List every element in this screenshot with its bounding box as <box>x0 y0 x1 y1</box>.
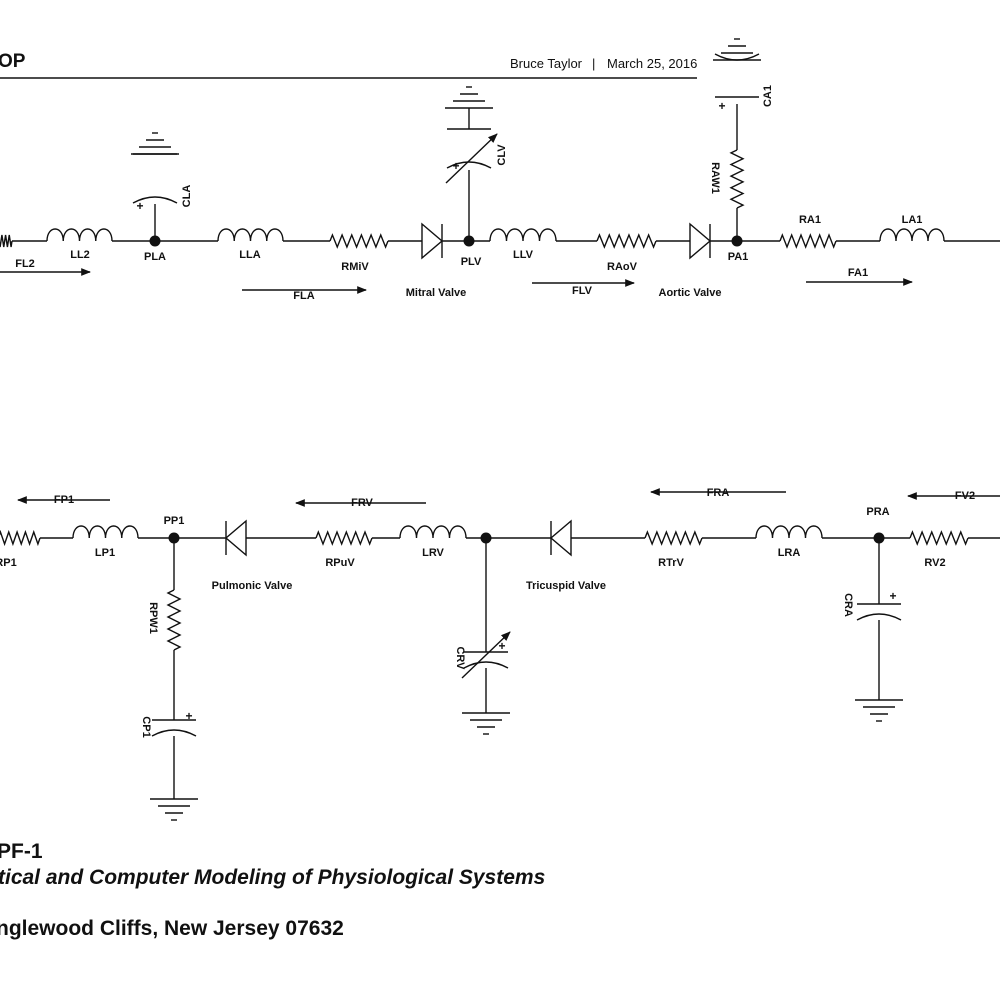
plus-sign: + <box>718 99 725 113</box>
label-ra1: RA1 <box>799 214 821 226</box>
diode-pulmonic-valve <box>224 519 247 557</box>
inductor-lla <box>217 228 284 242</box>
label-cla: CLA <box>181 185 193 208</box>
resistor-ra1 <box>779 233 837 249</box>
label-lra: LRA <box>778 547 801 559</box>
label-ca1: CA1 <box>762 85 774 107</box>
label-tricuspid-valve: Tricuspid Valve <box>526 580 606 592</box>
variable-arrow-icon <box>445 133 498 184</box>
label-fv2: FV2 <box>955 490 975 502</box>
resistor-rtrv <box>644 530 703 546</box>
label-lp1: LP1 <box>95 547 115 559</box>
label-rp1: RP1 <box>0 557 17 569</box>
plus-sign: + <box>136 199 143 213</box>
label-rtrv: RTrV <box>658 557 684 569</box>
junction-node <box>873 532 885 544</box>
label-raov: RAoV <box>607 261 638 273</box>
label-cp1: CP1 <box>140 716 152 737</box>
inductor-lra <box>755 525 823 539</box>
resistor-raw1 <box>729 149 745 209</box>
junction-node <box>480 532 492 544</box>
label-rpw1: RPW1 <box>147 602 159 634</box>
label-rmiv: RMiV <box>341 261 369 273</box>
capacitor-cra-curve <box>856 613 902 621</box>
inductor-lrv <box>399 525 467 539</box>
label-pla: PLA <box>144 251 166 263</box>
capacitor-cla-curve <box>132 196 178 204</box>
label-rpuv: RPuV <box>325 557 355 569</box>
resistor-rpw1 <box>166 589 182 651</box>
label-pa1: PA1 <box>728 251 749 263</box>
label-fl2: FL2 <box>15 258 35 270</box>
label-fra: FRA <box>707 487 730 499</box>
junction-node <box>463 235 475 247</box>
label-ll2: LL2 <box>70 249 90 261</box>
resistor-left-edge <box>0 234 13 248</box>
label-flv: FLV <box>572 285 593 297</box>
inductor-lp1 <box>72 525 139 539</box>
junction-node <box>168 532 180 544</box>
label-fa1: FA1 <box>848 267 868 279</box>
label-clv: CLV <box>496 144 508 166</box>
plus-sign: + <box>185 709 192 723</box>
resistor-rpuv <box>315 530 373 546</box>
junction-node <box>731 235 743 247</box>
capacitor-clv-curve <box>446 161 492 169</box>
plus-sign: + <box>498 639 505 653</box>
resistor-raov <box>596 233 657 249</box>
resistor-rv2 <box>909 530 969 546</box>
inductor-la1 <box>879 228 945 242</box>
page-title: OP <box>0 51 26 72</box>
footer-book-title: tical and Computer Modeling of Physiolog… <box>0 866 546 889</box>
label-pp1: PP1 <box>164 515 185 527</box>
diode-tricuspid-valve <box>549 519 572 557</box>
label-aortic-valve: Aortic Valve <box>659 287 722 299</box>
label-fp1: FP1 <box>54 494 74 506</box>
junction-node <box>149 235 161 247</box>
label-raw1: RAW1 <box>709 162 721 194</box>
footer-address: nglewood Cliffs, New Jersey 07632 <box>0 917 344 940</box>
header-date: March 25, 2016 <box>607 56 698 71</box>
capacitor-cp1-curve <box>151 729 197 737</box>
label-mitral-valve: Mitral Valve <box>406 287 467 299</box>
label-pra: PRA <box>866 506 889 518</box>
label-plv: PLV <box>461 256 482 268</box>
plus-sign: + <box>889 589 896 603</box>
resistor-rp1 <box>0 529 41 547</box>
capacitor-crv-curve <box>463 661 509 669</box>
footer-figure-id: PF-1 <box>0 840 43 863</box>
resistor-rmiv <box>329 233 389 249</box>
author-name: Bruce Taylor <box>510 56 583 71</box>
capacitor-ca1-curve <box>714 53 760 61</box>
diode-aortic-valve <box>689 222 712 260</box>
label-llv: LLV <box>513 249 534 261</box>
label-cra: CRA <box>842 593 854 617</box>
variable-arrow-icon <box>461 631 511 679</box>
label-crv: CRV <box>454 646 466 670</box>
header-separator: | <box>592 56 596 71</box>
label-fla: FLA <box>293 290 314 302</box>
plus-sign: + <box>452 159 459 173</box>
label-frv: FRV <box>351 497 373 509</box>
inductor-llv <box>489 228 557 242</box>
label-la1: LA1 <box>902 214 923 226</box>
label-lla: LLA <box>239 249 260 261</box>
label-lrv: LRV <box>422 547 444 559</box>
label-rv2: RV2 <box>924 557 945 569</box>
diode-mitral-valve <box>421 222 444 260</box>
inductor-ll2 <box>46 228 113 242</box>
label-pulmonic-valve: Pulmonic Valve <box>212 580 293 592</box>
